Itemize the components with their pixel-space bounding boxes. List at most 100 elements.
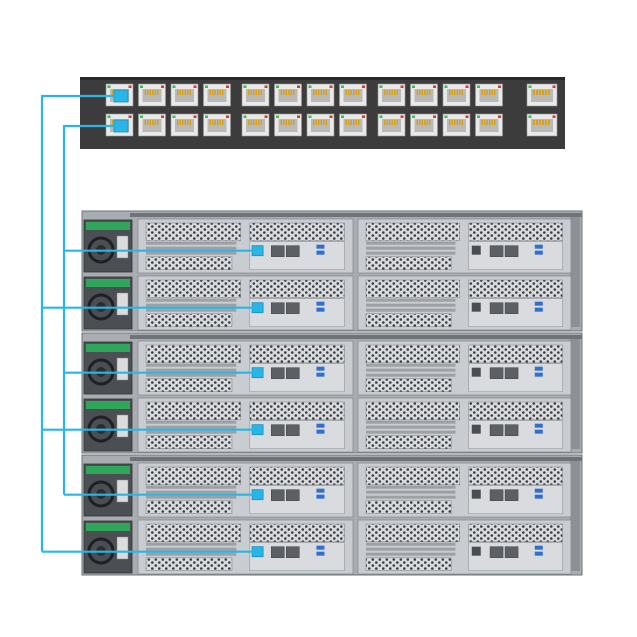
switch-port bbox=[410, 83, 438, 107]
uplink-port-pin bbox=[536, 120, 538, 125]
switch-port-led-link bbox=[107, 85, 111, 88]
switch-port-pin bbox=[187, 120, 189, 125]
slot-slat bbox=[146, 246, 237, 250]
vent-grille bbox=[249, 279, 345, 299]
mgmt-port bbox=[471, 367, 481, 377]
switch-port-pin bbox=[358, 90, 360, 95]
vent-grille bbox=[145, 256, 233, 271]
server-node bbox=[357, 340, 572, 396]
switch-port-pin bbox=[144, 120, 146, 125]
switch-port bbox=[306, 113, 335, 137]
switch-port-led-link bbox=[276, 85, 279, 88]
switch-port-pin bbox=[449, 90, 451, 95]
switch-port-pin bbox=[147, 90, 149, 95]
server-node bbox=[357, 519, 572, 575]
switch-port-pin bbox=[184, 90, 186, 95]
slot-slat bbox=[366, 246, 456, 250]
switch-port-pin bbox=[258, 90, 260, 95]
usb-port bbox=[534, 488, 543, 493]
switch-port-pin bbox=[429, 90, 431, 95]
switch-port-pin bbox=[456, 90, 458, 95]
switch-port-led-link bbox=[341, 85, 344, 88]
slot-slat bbox=[366, 420, 456, 424]
slot-slat bbox=[366, 547, 456, 551]
switch-port-pin bbox=[396, 90, 398, 95]
uplink-port-pin bbox=[545, 90, 547, 95]
psu-handle bbox=[86, 344, 130, 352]
switch-port-pin bbox=[290, 120, 292, 125]
uplink-port-led-link bbox=[528, 115, 532, 118]
switch-port-pin bbox=[481, 90, 483, 95]
switch-port-led-activity bbox=[193, 115, 197, 118]
slot-slat bbox=[366, 542, 456, 546]
switch-port-pin bbox=[152, 120, 154, 125]
ethernet-port bbox=[271, 245, 285, 257]
switch-port-led-link bbox=[243, 85, 247, 88]
slot-slat bbox=[366, 373, 456, 377]
switch-port-led-activity bbox=[193, 85, 197, 88]
vent-grille bbox=[145, 378, 233, 393]
switch-port-pin bbox=[391, 90, 393, 95]
ethernet-port bbox=[504, 367, 519, 379]
slot-slat bbox=[366, 368, 456, 372]
switch-port-pin bbox=[419, 90, 421, 95]
vent-grille bbox=[145, 523, 241, 543]
vent-grille bbox=[249, 344, 345, 364]
vent-grille bbox=[365, 222, 460, 242]
chassis-top-rail bbox=[130, 213, 582, 217]
switch-port-pin bbox=[182, 120, 184, 125]
switch-port-pin bbox=[293, 90, 295, 95]
slot-slat bbox=[366, 485, 456, 489]
power-supply bbox=[83, 341, 133, 395]
switch-port-pin bbox=[494, 120, 496, 125]
switch-port-led-link bbox=[477, 115, 480, 118]
switch-port-led-link bbox=[140, 115, 143, 118]
usb-port bbox=[316, 545, 325, 550]
slot-slat bbox=[146, 547, 237, 551]
switch-port bbox=[274, 113, 302, 137]
switch-port-led-link bbox=[308, 115, 312, 118]
switch-port-led-link bbox=[412, 115, 415, 118]
switch-port-led-link bbox=[205, 85, 208, 88]
switch-port-pin bbox=[112, 90, 114, 95]
server-node bbox=[357, 275, 572, 331]
switch-port-pin bbox=[489, 120, 491, 125]
switch-port bbox=[377, 113, 406, 137]
psu-label bbox=[116, 414, 129, 438]
slot-slat bbox=[366, 241, 456, 245]
usb-port bbox=[316, 366, 325, 371]
ethernet-port bbox=[504, 245, 519, 257]
switch-port-pin bbox=[396, 120, 398, 125]
switch-port-pin bbox=[152, 90, 154, 95]
switch-port-pin bbox=[481, 120, 483, 125]
switch-port-pin bbox=[386, 120, 388, 125]
switch-port-pin bbox=[209, 90, 211, 95]
switch-port-pin bbox=[358, 120, 360, 125]
switch-port-pin bbox=[112, 120, 114, 125]
switch-port-led-link bbox=[308, 85, 312, 88]
psu-handle bbox=[86, 466, 130, 474]
switch-port-pin bbox=[318, 120, 320, 125]
ethernet-port bbox=[271, 367, 285, 379]
switch-port-pin bbox=[454, 90, 456, 95]
slot-slat bbox=[366, 303, 456, 307]
switch-port-pin bbox=[285, 120, 287, 125]
switch-port-led-link bbox=[276, 115, 279, 118]
switch-port-pin bbox=[189, 90, 191, 95]
switch-port-pin bbox=[283, 120, 285, 125]
psu-handle bbox=[86, 279, 130, 287]
slot-slat bbox=[366, 552, 456, 556]
switch-port-pin bbox=[386, 90, 388, 95]
vent-grille bbox=[145, 222, 241, 242]
switch-port-pin bbox=[149, 90, 151, 95]
usb-port bbox=[316, 244, 325, 249]
switch-port-pin bbox=[494, 90, 496, 95]
switch-port-pin bbox=[219, 90, 221, 95]
switch-port-pin bbox=[350, 120, 352, 125]
uplink-port-pin bbox=[542, 120, 544, 125]
uplink-port bbox=[526, 83, 558, 107]
switch-port-led-activity bbox=[128, 85, 132, 88]
switch-port-pin bbox=[426, 120, 428, 125]
slot-slat bbox=[366, 490, 456, 494]
power-supply bbox=[83, 398, 133, 452]
